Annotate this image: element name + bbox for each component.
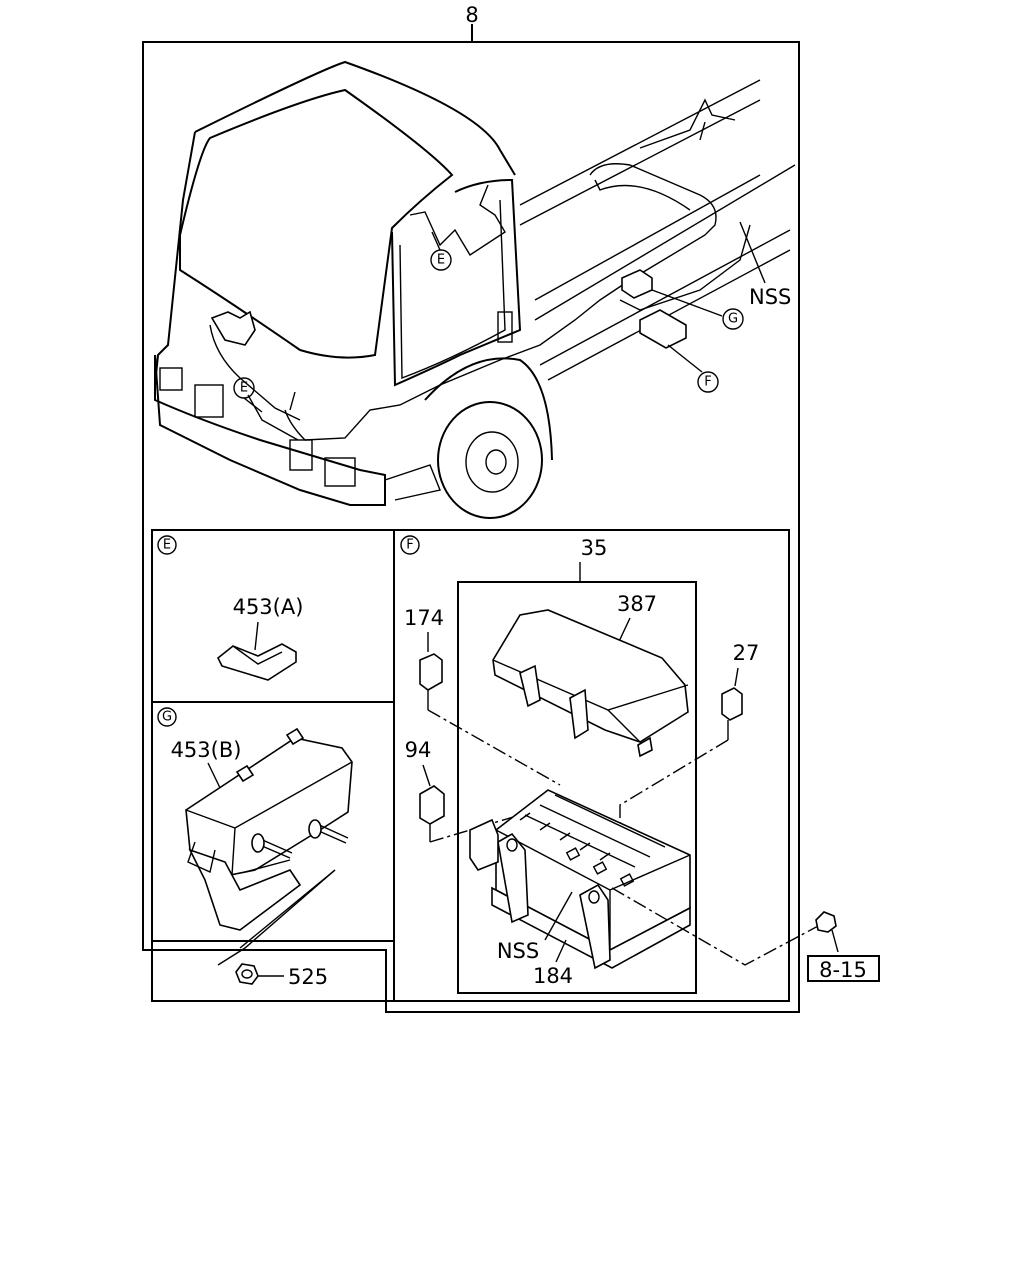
relay-174-label: 174 <box>404 606 444 630</box>
panel-f-tag: F <box>406 538 413 553</box>
relay-94-label: 94 <box>405 738 432 762</box>
fuse-box-assy-label: 35 <box>581 536 608 560</box>
fuse-box-cover-387 <box>492 609 689 758</box>
panel-g-tag: G <box>162 710 172 725</box>
box-base-184-label: 184 <box>533 964 573 988</box>
bolt-ref-box <box>807 955 880 982</box>
detail-panels <box>151 529 790 1002</box>
callout-e-bottom: E <box>233 377 263 413</box>
callout-f: F <box>667 344 719 393</box>
fuse-27 <box>721 687 743 740</box>
bolt-ref-label: 8-15 <box>819 958 867 982</box>
outer-frame <box>142 24 800 1013</box>
svg-text:E: E <box>437 253 445 268</box>
fuse-box-body-184 <box>469 789 691 970</box>
stud-bolts <box>251 819 349 859</box>
assembly-number: 8 <box>465 3 478 27</box>
panel-g: G 453(B) <box>157 707 353 949</box>
relay-cover-453b <box>185 727 353 931</box>
svg-text:E: E <box>240 381 248 396</box>
fuse-box-f-location <box>639 309 687 349</box>
nut-525: 525 <box>217 869 336 989</box>
bolt-8-15: 8-15 <box>611 887 880 982</box>
callout-g: G <box>651 289 744 330</box>
relay-174 <box>419 653 443 710</box>
cover-label: 387 <box>617 592 657 616</box>
svg-text:F: F <box>704 375 711 390</box>
panel-e-tag: E <box>163 538 171 553</box>
truck-illustration <box>154 60 796 519</box>
panel-f: F 35 387 174 27 94 <box>400 535 760 994</box>
part-453a-label: 453(A) <box>233 595 304 619</box>
svg-text:NSS: NSS <box>749 285 791 309</box>
bracket-453a <box>216 643 297 681</box>
relay-94 <box>419 785 445 842</box>
part-453b-label: 453(B) <box>171 738 242 762</box>
callout-e-top: E <box>430 231 452 271</box>
fuse-box-assy-frame <box>457 581 697 994</box>
fuse-27-label: 27 <box>733 641 760 665</box>
callout-nss-main: NSS <box>739 221 791 309</box>
relay-box-g-location <box>621 269 653 299</box>
nut-525-label: 525 <box>288 965 328 989</box>
panel-e: E 453(A) <box>157 535 304 681</box>
nss-label: NSS <box>497 939 539 963</box>
svg-text:G: G <box>728 312 738 327</box>
